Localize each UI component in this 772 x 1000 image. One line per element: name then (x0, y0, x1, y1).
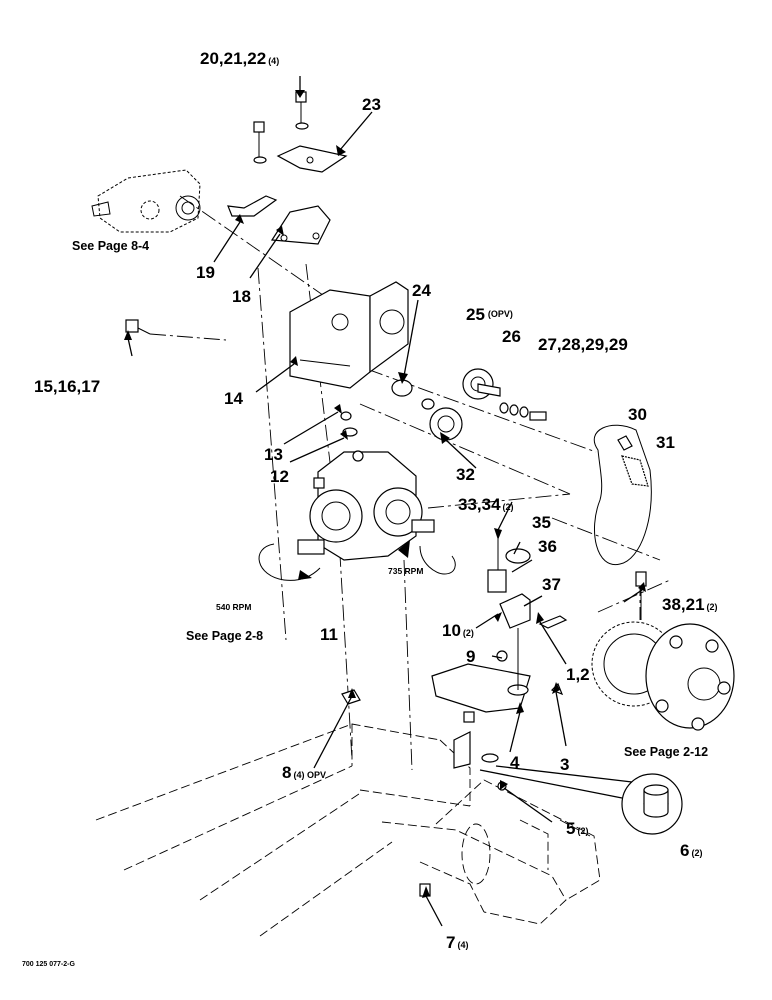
callout-11: 11 (320, 625, 338, 644)
drawing-code: 700 125 077-2-G (22, 961, 75, 968)
callout-7: 7(4) (446, 933, 468, 952)
bracket-19 (227, 195, 278, 217)
washers-27-29 (499, 402, 547, 421)
callout-20-21-22: 20,21,22(4) (200, 49, 279, 68)
callout-8: 8(4) OPV (282, 763, 326, 782)
note-see-page-2-12: See Page 2-12 (624, 745, 708, 759)
callout-18: 18 (232, 287, 251, 306)
callout-15-16-17: 15,16,17 (34, 377, 100, 396)
bracket-23 (276, 145, 348, 173)
callout-30: 30 (628, 405, 647, 424)
callout-labels: 20,21,22(4) 23 19 18 24 25(OPV) 26 27,28… (34, 49, 718, 952)
bracket-18 (270, 205, 331, 245)
callout-12: 12 (270, 467, 289, 486)
note-see-page-8-4: See Page 8-4 (72, 239, 149, 253)
mount-plate-14 (289, 281, 409, 389)
rotation-arrows (258, 540, 456, 581)
idler-assembly (431, 532, 568, 723)
top-bolts (253, 91, 309, 164)
leader-arrowheads (124, 90, 646, 898)
callout-33-34: 33,34(2) (458, 495, 514, 514)
callout-14: 14 (224, 389, 243, 408)
callout-5: 5(2) (566, 819, 588, 838)
small-parts (125, 319, 361, 705)
callout-25: 25(OPV) (466, 305, 513, 324)
note-735-rpm: 735 RPM (388, 566, 423, 576)
washer-25 (421, 398, 435, 410)
callout-35: 35 (532, 513, 551, 532)
gearbox-11 (297, 450, 435, 561)
hub-assembly (591, 571, 735, 731)
callout-27-28-29-29: 27,28,29,29 (538, 335, 628, 354)
leader-lines (127, 76, 643, 927)
sprocket-32 (429, 407, 463, 441)
reference-notes: See Page 8-4 See Page 2-8 See Page 2-12 … (22, 239, 708, 968)
callout-38-21: 38,21(2) (662, 595, 718, 614)
note-540-rpm: 540 RPM (216, 602, 251, 612)
chain (593, 424, 652, 565)
callout-31: 31 (656, 433, 675, 452)
callout-36: 36 (538, 537, 557, 556)
detail-6-inset (479, 765, 683, 835)
callout-13: 13 (264, 445, 283, 464)
note-see-page-2-8: See Page 2-8 (186, 629, 263, 643)
callout-1-2: 1,2 (566, 665, 590, 684)
frame-tube (95, 723, 601, 937)
callout-19: 19 (196, 263, 215, 282)
callout-9: 9 (466, 647, 475, 666)
callout-23: 23 (362, 95, 381, 114)
callout-26: 26 (502, 327, 521, 346)
callout-32: 32 (456, 465, 475, 484)
sprocket-26 (462, 368, 501, 400)
callout-24: 24 (412, 281, 431, 300)
callout-4: 4 (510, 753, 520, 772)
callout-10: 10(2) (442, 621, 474, 640)
callout-3: 3 (560, 755, 569, 774)
callout-6: 6(2) (680, 841, 702, 860)
reference-gearbox-8-4 (91, 169, 201, 233)
callout-37: 37 (542, 575, 561, 594)
